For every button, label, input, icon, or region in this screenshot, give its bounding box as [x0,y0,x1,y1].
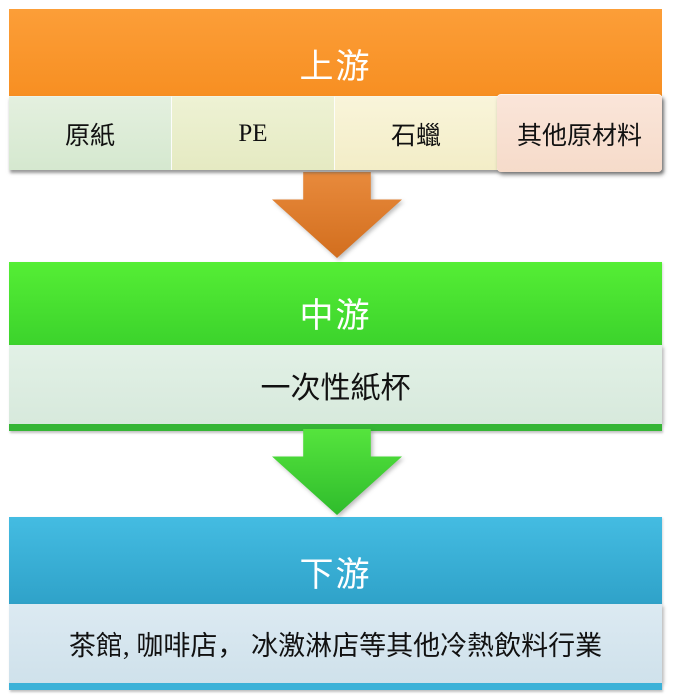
midstream-header-label: 中游 [299,298,372,335]
upstream-item-other-materials: 其他原材料 [497,94,662,172]
arrow-upstream-to-midstream-icon [272,172,402,258]
midstream-header-band: 中游 [9,262,662,345]
downstream-item-beverage-industry-label: 茶館, 咖啡店， 冰激淋店等其他冷熱飲料行業 [68,631,603,661]
downstream-base-strip [9,683,662,690]
downstream-header-label: 下游 [299,557,372,594]
midstream-base-strip [9,424,662,431]
upstream-header-band: 上游 [9,9,662,96]
upstream-item-paraffin-label: 石蠟 [390,122,441,150]
upstream-items-row: 原紙 PE 石蠟 其他原材料 [9,94,662,172]
upstream-item-raw-paper-label: 原紙 [64,122,115,150]
midstream-item-paper-cup-label: 一次性紙杯 [260,371,411,405]
midstream-item-paper-cup: 一次性紙杯 [9,345,662,424]
upstream-item-paraffin: 石蠟 [335,96,497,170]
arrow-midstream-to-downstream-icon [272,429,402,515]
downstream-item-beverage-industry: 茶館, 咖啡店， 冰激淋店等其他冷熱飲料行業 [9,604,662,683]
down-arrow-icon [272,172,402,258]
upstream-item-other-materials-label: 其他原材料 [516,122,642,150]
downstream-header-band: 下游 [9,517,662,604]
upstream-item-pe: PE [172,96,335,170]
upstream-header-label: 上游 [299,49,372,86]
upstream-item-pe-label: PE [238,119,268,147]
down-arrow-icon [272,429,402,515]
upstream-item-raw-paper: 原紙 [9,96,172,170]
